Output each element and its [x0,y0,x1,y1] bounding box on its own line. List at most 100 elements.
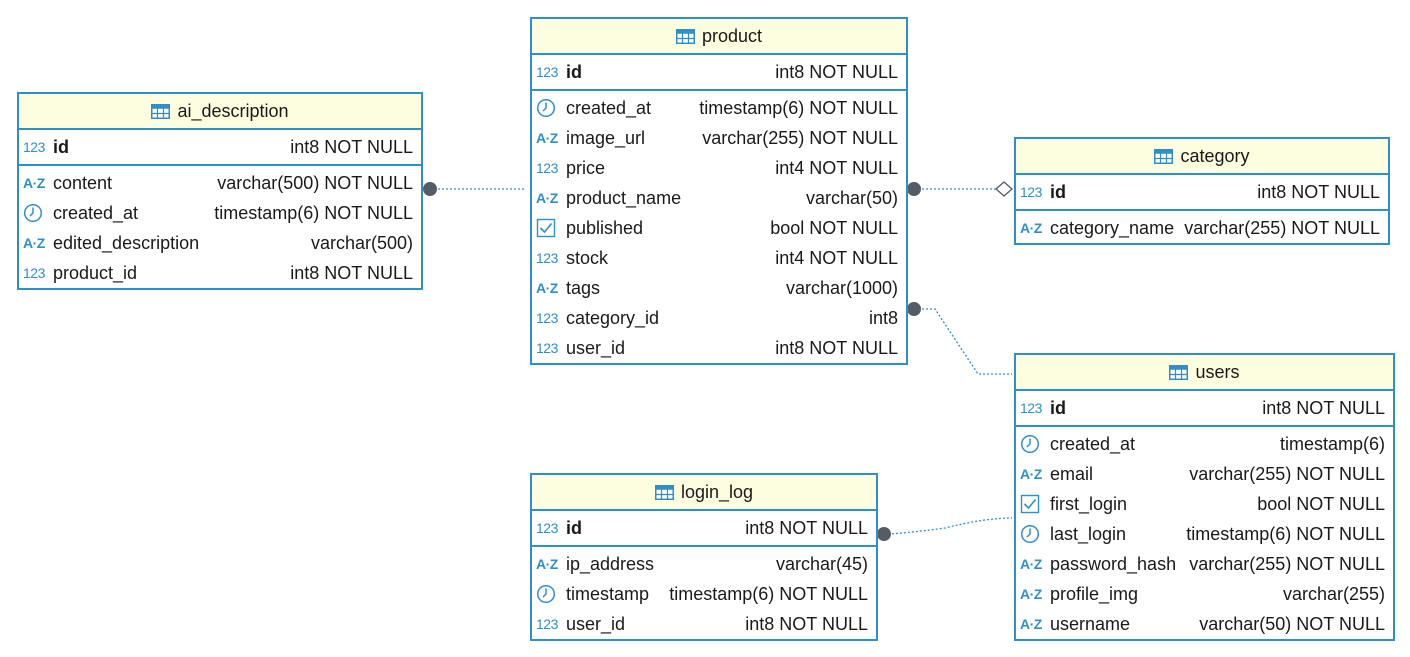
relationship-endpoint [423,182,437,196]
column-name: product_id [53,262,138,283]
numeric-icon: 123 [23,265,45,281]
column-type: timestamp(6) [1279,433,1385,454]
column-name: id [1050,397,1066,418]
column-name: email [1050,463,1094,484]
text-icon: A·Z [1020,616,1042,632]
column-row[interactable]: A·Z content varchar(500) NOT NULL [19,168,421,198]
column-type: timestamp(6) NOT NULL [1186,523,1385,544]
relationship-endpoint [907,182,921,196]
table-header[interactable]: login_log [532,475,876,511]
clock-icon [23,203,47,223]
column-type: int8 NOT NULL [775,61,898,82]
column-name: published [566,217,644,238]
table-header[interactable]: ai_description [19,94,421,130]
primary-key-row[interactable]: 123 id int8 NOT NULL [532,55,906,91]
column-name: price [566,157,606,178]
text-icon: A·Z [536,280,558,296]
table-icon [654,484,674,500]
numeric-icon: 123 [536,160,558,176]
relationship-product-users [914,308,1012,375]
column-type: int8 NOT NULL [745,517,868,538]
column-name: profile_img [1050,583,1139,604]
text-icon: A·Z [23,175,45,191]
column-type: varchar(50) NOT NULL [1199,613,1385,634]
table-title: product [701,25,763,46]
checkbox-icon [1020,494,1044,514]
column-name: timestamp [566,583,650,604]
numeric-icon: 123 [536,616,558,632]
relationship-endpoint [877,527,891,541]
table-title: ai_description [177,100,289,121]
text-icon: A·Z [536,190,558,206]
numeric-icon: 123 [536,64,558,80]
column-type: timestamp(6) NOT NULL [699,97,898,118]
text-icon: A·Z [536,130,558,146]
table-header[interactable]: product [532,19,906,55]
column-name: id [53,136,69,157]
column-name: last_login [1050,523,1127,544]
column-type: int8 NOT NULL [290,262,413,283]
column-name: user_id [566,337,626,358]
numeric-icon: 123 [1020,184,1042,200]
table-icon [1169,364,1189,380]
column-row[interactable]: 123 product_id int8 NOT NULL [19,258,421,288]
table-header[interactable]: category [1016,139,1388,175]
numeric-icon: 123 [536,520,558,536]
column-type: varchar(255) NOT NULL [702,127,898,148]
column-type: int4 NOT NULL [775,247,898,268]
table-header[interactable]: users [1016,355,1393,391]
clock-icon [1020,434,1044,454]
column-type: bool NOT NULL [1257,493,1385,514]
column-name: id [1050,181,1066,202]
column-type: varchar(500) NOT NULL [217,172,413,193]
column-name: category_name [1050,217,1175,238]
clock-icon [1020,524,1044,544]
table-icon [151,103,171,119]
column-row[interactable]: last_login timestamp(6) NOT NULL [1016,519,1393,549]
column-name: id [566,61,582,82]
column-name: content [53,172,113,193]
column-type: varchar(255) [1282,583,1385,604]
column-type: varchar(255) NOT NULL [1189,463,1385,484]
table-title: category [1180,145,1250,166]
column-name: tags [566,277,601,298]
table-title: users [1195,361,1240,382]
table-icon [675,28,695,44]
text-icon: A·Z [1020,556,1042,572]
